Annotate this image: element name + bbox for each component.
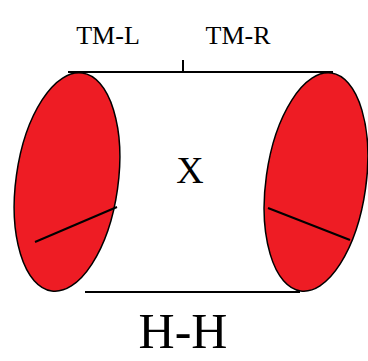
cylinder-bottom-edge <box>85 291 300 293</box>
segment-label: TM-L <box>76 23 140 49</box>
left-end-cap <box>1 66 133 298</box>
cylinder-body: X <box>125 85 255 255</box>
right-cap-line <box>268 208 350 240</box>
right-end-cap <box>251 66 368 298</box>
caption-label: H-H <box>139 306 228 356</box>
body-label: X <box>176 151 203 189</box>
segment-label: TM-R <box>206 23 271 49</box>
left-cap-line <box>35 207 117 242</box>
bracket-tick <box>182 60 184 72</box>
cylinder-top-edge <box>68 71 333 73</box>
